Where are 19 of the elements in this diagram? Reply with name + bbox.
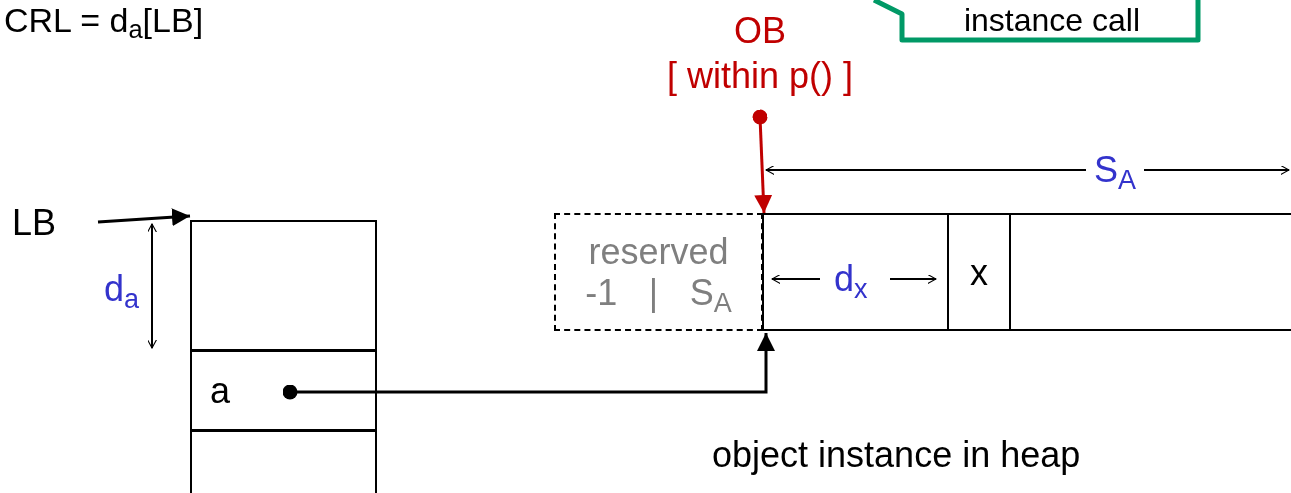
node-text: LB bbox=[12, 201, 57, 245]
node-text: x bbox=[970, 250, 988, 295]
stack-cell bbox=[190, 430, 377, 493]
arrow bbox=[97, 208, 191, 227]
node-text: OB bbox=[734, 9, 786, 53]
node-text: reserved bbox=[588, 230, 729, 272]
reserved-box bbox=[554, 213, 763, 331]
arrow bbox=[752, 109, 773, 214]
formula-label: CRL = d$_{a}$[LB] bbox=[4, 0, 204, 41]
field-cell bbox=[947, 215, 1011, 330]
node-label: object instance in heap bbox=[712, 433, 1081, 477]
stack-cell bbox=[190, 220, 377, 351]
arrow bbox=[282, 333, 775, 400]
node-text: a bbox=[210, 368, 231, 413]
node-text: instance call bbox=[963, 1, 1141, 40]
node-subtext: -1 | S$_{A}$ bbox=[585, 272, 732, 314]
callout-box bbox=[872, 0, 1202, 44]
stack-cell bbox=[190, 350, 377, 431]
node-subtext: [ within p() ] bbox=[666, 54, 853, 98]
